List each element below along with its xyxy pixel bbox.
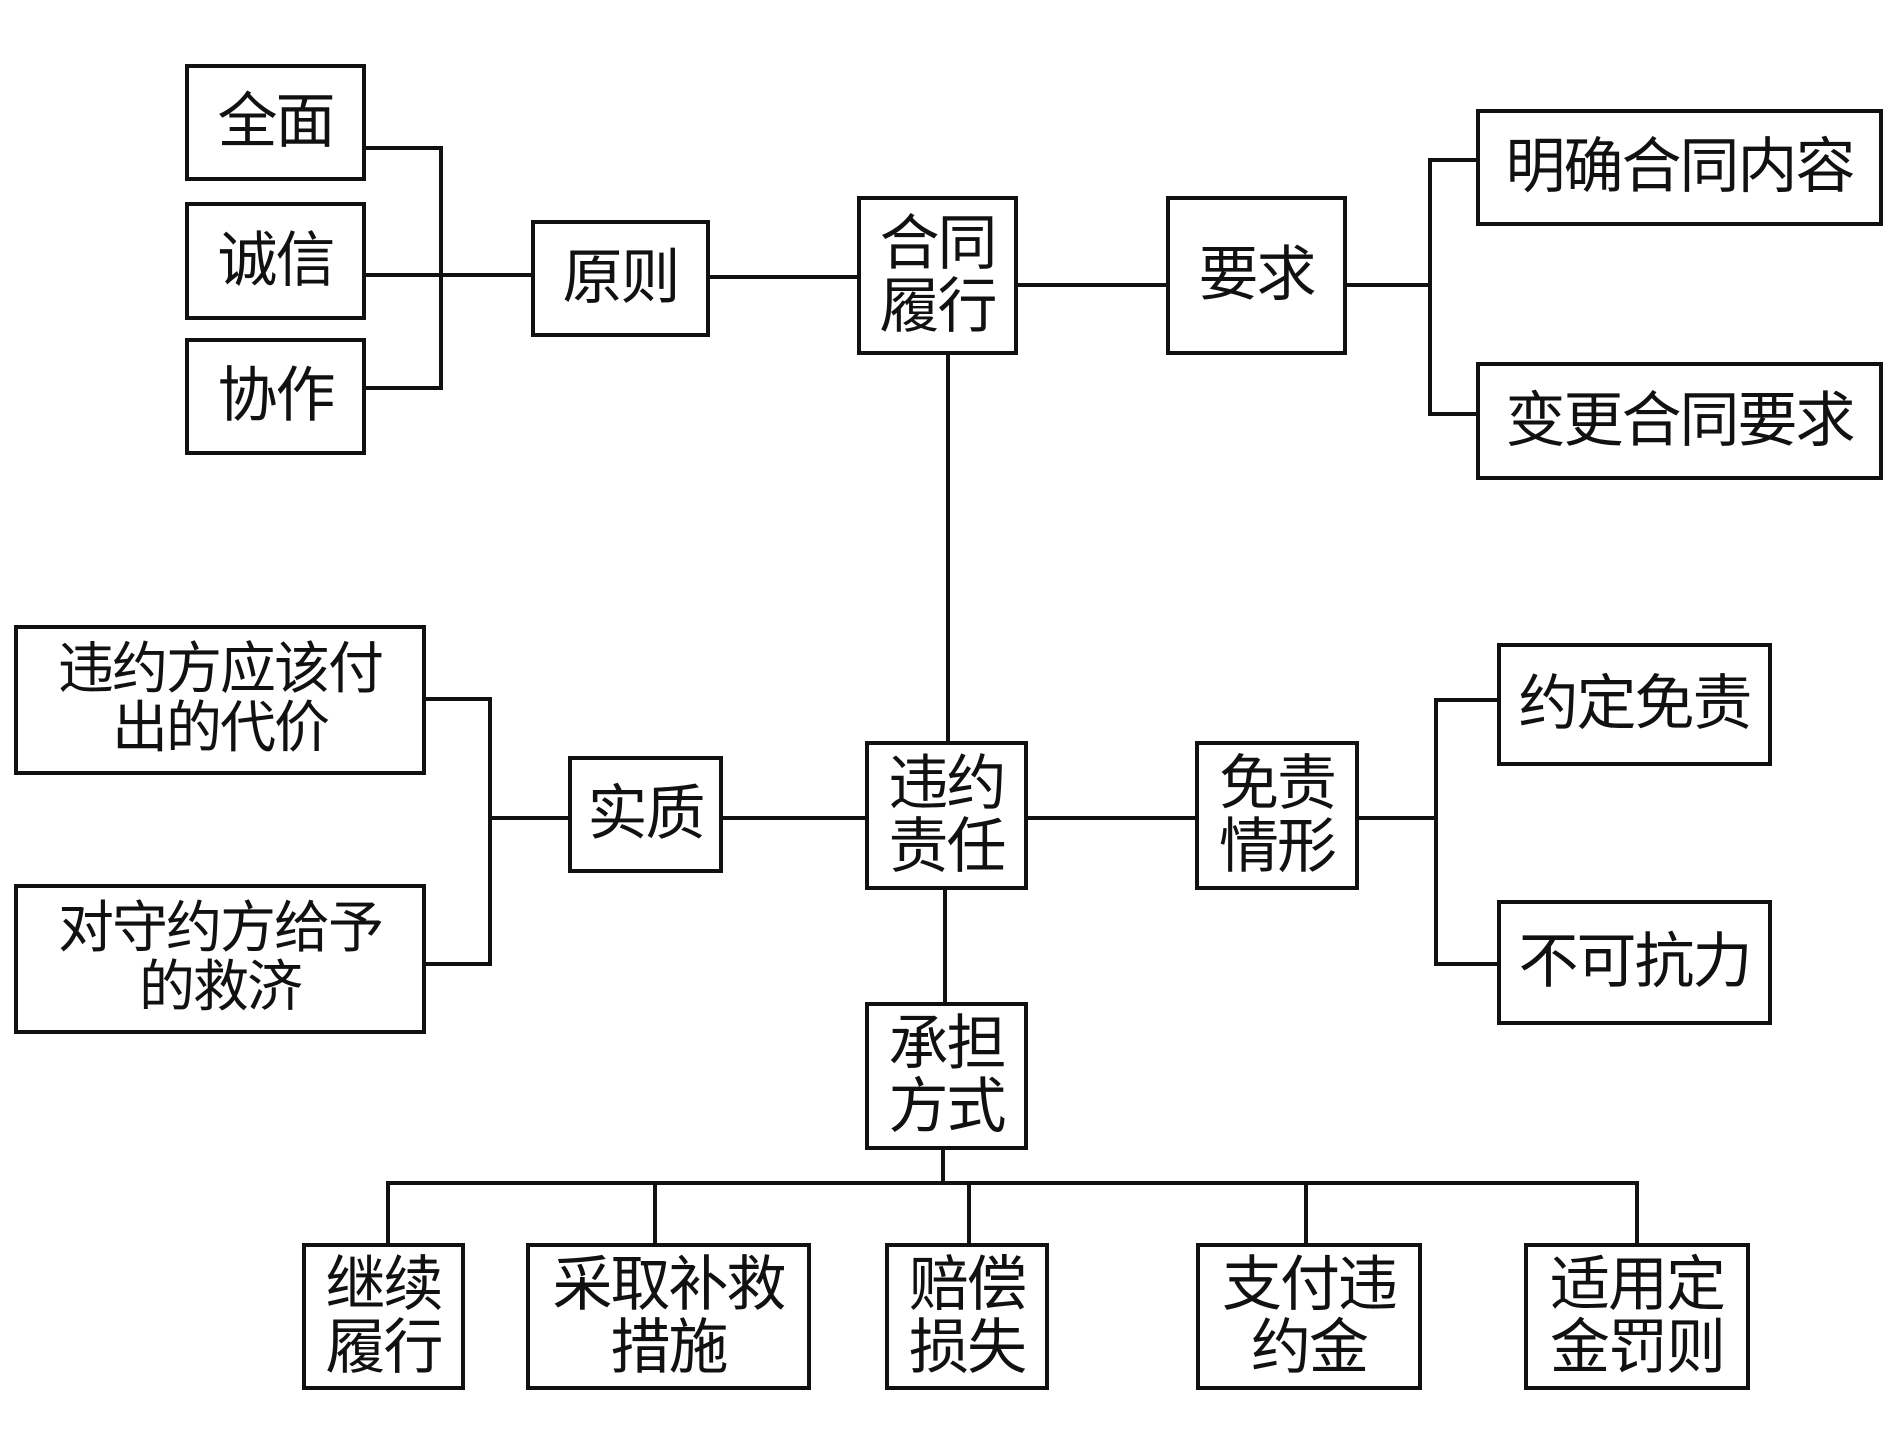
node-label: 原则 (562, 243, 681, 313)
node-label: 变更合同要求 (1505, 385, 1856, 456)
node-label: 免责 情形 (1219, 748, 1337, 882)
node-yueding-mianze: 约定免责 (1497, 643, 1772, 766)
node-label: 对守约方给予 的救济 (58, 896, 384, 1020)
node-mianze-qingxing: 免责 情形 (1195, 741, 1359, 890)
node-biangeng-hetong-yaoqiu: 变更合同要求 (1476, 362, 1883, 480)
node-label: 继续 履行 (325, 1249, 444, 1383)
node-yaoqiu: 要求 (1166, 196, 1347, 355)
node-label: 明确合同内容 (1505, 132, 1856, 202)
node-shizhi: 实质 (568, 756, 723, 873)
node-weiyuefang-daijia: 违约方应该付 出的代价 (14, 625, 426, 775)
node-xiezuo: 协作 (185, 338, 366, 455)
node-chengdan-fangshi: 承担 方式 (865, 1002, 1028, 1150)
node-label: 赔偿 损失 (909, 1249, 1027, 1383)
node-label: 实质 (587, 779, 706, 849)
node-label: 要求 (1198, 240, 1317, 310)
node-chengxin: 诚信 (185, 202, 366, 320)
node-label: 承担 方式 (888, 1009, 1007, 1142)
node-yuanze: 原则 (531, 220, 710, 337)
node-mingque-hetong-neirong: 明确合同内容 (1476, 109, 1883, 226)
node-quanmian: 全面 (185, 64, 366, 181)
node-zhifu-weiyuejin: 支付违 约金 (1196, 1243, 1422, 1390)
node-dingjin-faze: 适用定 金罚则 (1524, 1243, 1750, 1390)
node-label: 约定免责 (1518, 669, 1753, 739)
node-label: 全面 (217, 87, 336, 157)
node-jixu-lvxing: 继续 履行 (302, 1243, 465, 1390)
node-label: 不可抗力 (1518, 927, 1753, 997)
node-shouyuefang-jiuji: 对守约方给予 的救济 (14, 884, 426, 1034)
node-label: 合同 履行 (879, 208, 998, 342)
node-label: 诚信 (217, 225, 336, 296)
node-weiyue-zeren: 违约 责任 (865, 741, 1028, 890)
node-label: 违约方应该付 出的代价 (58, 637, 384, 761)
node-peichang-sunshi: 赔偿 损失 (885, 1243, 1049, 1390)
node-label: 协作 (217, 361, 336, 431)
node-hetong-lvxing: 合同 履行 (857, 196, 1018, 355)
node-bukekangli: 不可抗力 (1497, 900, 1772, 1025)
node-label: 支付违 约金 (1222, 1249, 1398, 1383)
node-caiqu-bujiu-cuoshi: 采取补救 措施 (526, 1243, 811, 1390)
node-label: 采取补救 措施 (552, 1249, 787, 1383)
node-label: 违约 责任 (888, 748, 1007, 882)
node-label: 适用定 金罚则 (1550, 1249, 1726, 1383)
